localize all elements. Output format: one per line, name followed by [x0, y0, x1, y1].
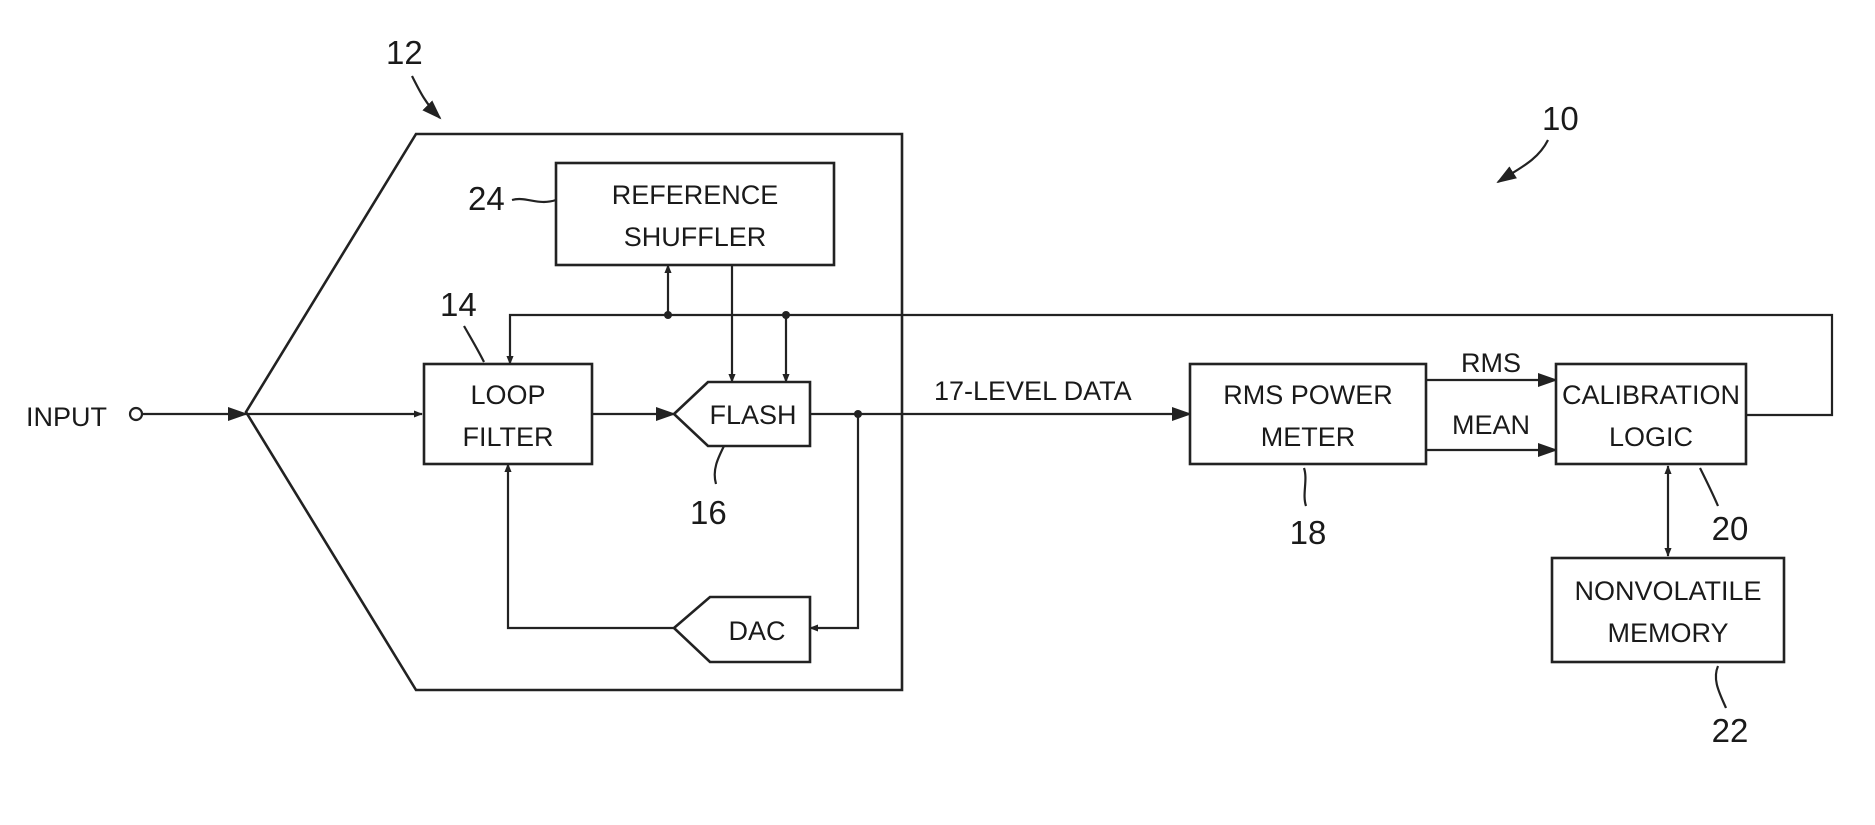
junction-dot — [782, 311, 790, 319]
ref-24: 24 — [468, 180, 505, 217]
ref-12: 12 — [386, 34, 423, 71]
leader-14 — [464, 326, 484, 362]
flash-to-dac — [810, 414, 858, 628]
leader-20 — [1700, 468, 1718, 506]
ref-16: 16 — [690, 494, 727, 531]
leader-12 — [412, 76, 440, 118]
loop-filter-label-1: LOOP — [470, 380, 545, 410]
flash-label: FLASH — [709, 400, 796, 430]
leader-22 — [1716, 666, 1726, 708]
input-terminal — [130, 408, 142, 420]
leader-18 — [1304, 468, 1306, 506]
junction-dot — [664, 311, 672, 319]
rms-power-meter-label-1: RMS POWER — [1223, 380, 1393, 410]
flash-block: FLASH — [674, 382, 810, 446]
mean-signal-label: MEAN — [1452, 410, 1530, 440]
reference-shuffler-label-2: SHUFFLER — [624, 222, 767, 252]
calibration-logic-block: CALIBRATION LOGIC — [1556, 364, 1746, 464]
dac-label: DAC — [728, 616, 785, 646]
ref-10: 10 — [1542, 100, 1579, 137]
ref-20: 20 — [1712, 510, 1749, 547]
ref-14: 14 — [440, 286, 477, 323]
nonvolatile-memory-label-1: NONVOLATILE — [1574, 576, 1761, 606]
nonvolatile-memory-label-2: MEMORY — [1607, 618, 1728, 648]
leader-16 — [715, 446, 724, 484]
calibration-logic-label-1: CALIBRATION — [1562, 380, 1740, 410]
rms-power-meter-block: RMS POWER METER — [1190, 364, 1426, 464]
reference-shuffler-block: REFERENCE SHUFFLER — [556, 163, 834, 265]
rms-power-meter-label-2: METER — [1261, 422, 1356, 452]
rms-signal-label: RMS — [1461, 348, 1521, 378]
input-label: INPUT — [26, 402, 107, 432]
loop-filter-block: LOOP FILTER — [424, 364, 592, 464]
output-data-label: 17-LEVEL DATA — [934, 376, 1132, 406]
ref-22: 22 — [1712, 712, 1749, 749]
nonvolatile-memory-block: NONVOLATILE MEMORY — [1552, 558, 1784, 662]
dac-block: DAC — [674, 597, 810, 662]
reference-shuffler-label-1: REFERENCE — [612, 180, 779, 210]
loop-filter-label-2: FILTER — [462, 422, 553, 452]
calibration-logic-label-2: LOGIC — [1609, 422, 1693, 452]
leader-24 — [512, 199, 556, 202]
ref-18: 18 — [1290, 514, 1327, 551]
leader-10 — [1498, 140, 1548, 182]
dac-to-loop-filter — [508, 464, 674, 628]
